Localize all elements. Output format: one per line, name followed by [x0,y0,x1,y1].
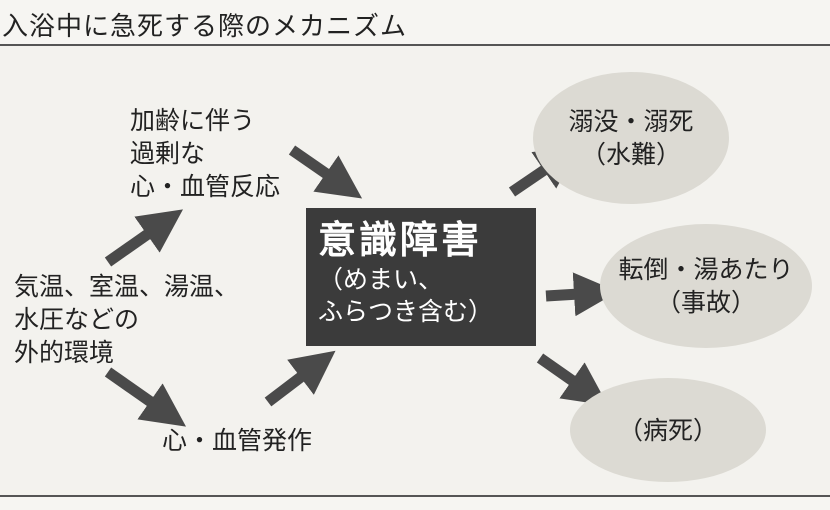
center-sub-line: ふらつき含む） [318,297,494,326]
center-sub-line: （めまい、 [318,265,444,294]
node-fall-line: 転倒・湯あたり [618,255,794,284]
diagram-title: 入浴中に急死する際のメカニズム [2,12,408,42]
node-environment-line: 水圧などの [14,305,140,334]
node-center-consciousness-disorder: 意識障害 （めまい、 ふらつき含む） [306,208,536,346]
node-overreaction: 加齢に伴う 過剰な 心・血管反応 [130,104,280,203]
node-attack: 心・血管発作 [162,424,312,457]
top-rule [0,44,830,46]
bottom-rule [0,495,830,497]
node-environment-line: 外的環境 [14,338,115,367]
arrow-env-to-attack [104,367,187,427]
arrow-attack-to-center [264,350,336,407]
node-attack-line: 心・血管発作 [162,426,313,455]
node-drowning-line: 溺没・溺死 [568,107,694,136]
node-disease: （病死） [570,378,766,482]
node-environment: 気温、室温、湯温、 水圧などの 外的環境 [14,270,239,369]
node-overreaction-line: 過剰な [130,139,206,168]
arrow-env-to-overreaction [104,209,184,267]
node-overreaction-line: 加齢に伴う [130,106,256,135]
node-fall-line: （事故） [655,288,756,317]
arrow-overreaction-to-center [288,145,363,199]
node-environment-line: 気温、室温、湯温、 [14,272,240,301]
center-title: 意識障害 [318,218,483,262]
node-overreaction-line: 心・血管反応 [130,172,281,201]
node-fall: 転倒・湯あたり （事故） [600,224,812,348]
node-disease-line: （病死） [617,415,718,445]
arrow-center-to-disease [536,353,609,406]
arrow-center-to-fall [545,272,618,317]
node-drowning-line: （水難） [580,140,681,169]
node-drowning: 溺没・溺死 （水難） [533,72,729,204]
